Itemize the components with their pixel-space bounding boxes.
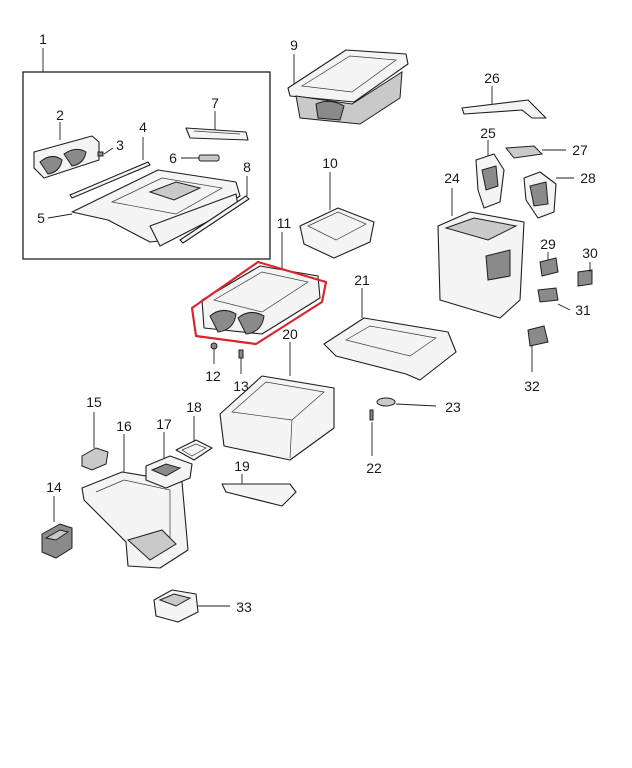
part-29-switch[interactable]: [539, 252, 559, 277]
callout-26: 26: [484, 70, 500, 86]
callout-13: 13: [233, 378, 249, 394]
callout-8: 8: [243, 159, 251, 175]
callout-20: 20: [282, 326, 298, 342]
part-28-duct[interactable]: [523, 171, 574, 219]
part-17-switch-bezel[interactable]: [145, 432, 193, 489]
part-21-console-frame[interactable]: [323, 288, 457, 381]
callout-29: 29: [540, 236, 556, 252]
callout-12: 12: [205, 368, 221, 384]
callout-labels: 1 2 3 4 5 6 7 8 9 10 11 12 13 14 15 16 1…: [37, 31, 598, 615]
part-23-grommet[interactable]: [376, 397, 437, 407]
callout-16: 16: [116, 418, 132, 434]
part-5-console-bezel[interactable]: [47, 169, 241, 247]
part-16-lower-panel[interactable]: [81, 434, 189, 569]
part-18-pad[interactable]: [175, 416, 213, 461]
part-11-console-base[interactable]: [190, 232, 328, 346]
callout-11: 11: [277, 215, 292, 231]
part-32-switch-block[interactable]: [527, 325, 549, 372]
part-2-cupholder-insert[interactable]: [33, 122, 100, 179]
callout-17: 17: [156, 416, 172, 432]
part-9-armrest-lid[interactable]: [287, 49, 409, 125]
callout-2: 2: [56, 107, 64, 123]
part-10-storage-tray[interactable]: [299, 172, 375, 259]
callout-9: 9: [290, 37, 298, 53]
callout-15: 15: [86, 394, 102, 410]
callout-24: 24: [444, 170, 460, 186]
callout-1: 1: [39, 31, 47, 47]
callout-3: 3: [116, 137, 124, 153]
callout-18: 18: [186, 399, 202, 415]
callout-6: 6: [169, 150, 177, 166]
part-3-clip[interactable]: [97, 147, 114, 157]
assembly-group-box-1: [22, 48, 271, 260]
part-25-vent-duct[interactable]: [475, 140, 505, 209]
part-12-screw[interactable]: [210, 342, 218, 364]
part-14-switch-module[interactable]: [41, 496, 73, 559]
callout-22: 22: [366, 460, 382, 476]
part-31-switch[interactable]: [537, 287, 571, 311]
part-27-pad[interactable]: [505, 145, 566, 159]
part-22-fastener[interactable]: [369, 409, 374, 456]
callout-19: 19: [234, 458, 250, 474]
part-7-trim-panel[interactable]: [185, 111, 249, 141]
callout-28: 28: [580, 170, 596, 186]
callout-27: 27: [572, 142, 588, 158]
part-4-trim-strip[interactable]: [69, 137, 151, 199]
part-33-module[interactable]: [153, 589, 230, 623]
part-8-side-trim[interactable]: [179, 176, 250, 244]
callout-30: 30: [582, 245, 598, 261]
part-11-highlight-outline: [190, 260, 328, 346]
callout-7: 7: [211, 95, 219, 111]
callout-10: 10: [322, 155, 338, 171]
callout-23: 23: [445, 399, 461, 415]
callout-21: 21: [354, 272, 370, 288]
callout-33: 33: [236, 599, 252, 615]
callout-4: 4: [139, 119, 147, 135]
part-26-trim-strip[interactable]: [461, 86, 547, 119]
callout-5: 5: [37, 210, 45, 226]
part-15-bracket[interactable]: [81, 412, 109, 471]
part-24-rear-panel[interactable]: [437, 188, 525, 319]
part-13-bolt[interactable]: [238, 349, 244, 374]
callout-32: 32: [524, 378, 540, 394]
part-20-console-bin[interactable]: [219, 342, 335, 461]
callout-14: 14: [46, 479, 62, 495]
part-30-switch[interactable]: [577, 262, 593, 287]
part-6-switch[interactable]: [181, 154, 220, 162]
callout-31: 31: [575, 302, 591, 318]
callout-25: 25: [480, 125, 496, 141]
part-19-trim-bar[interactable]: [221, 474, 297, 507]
